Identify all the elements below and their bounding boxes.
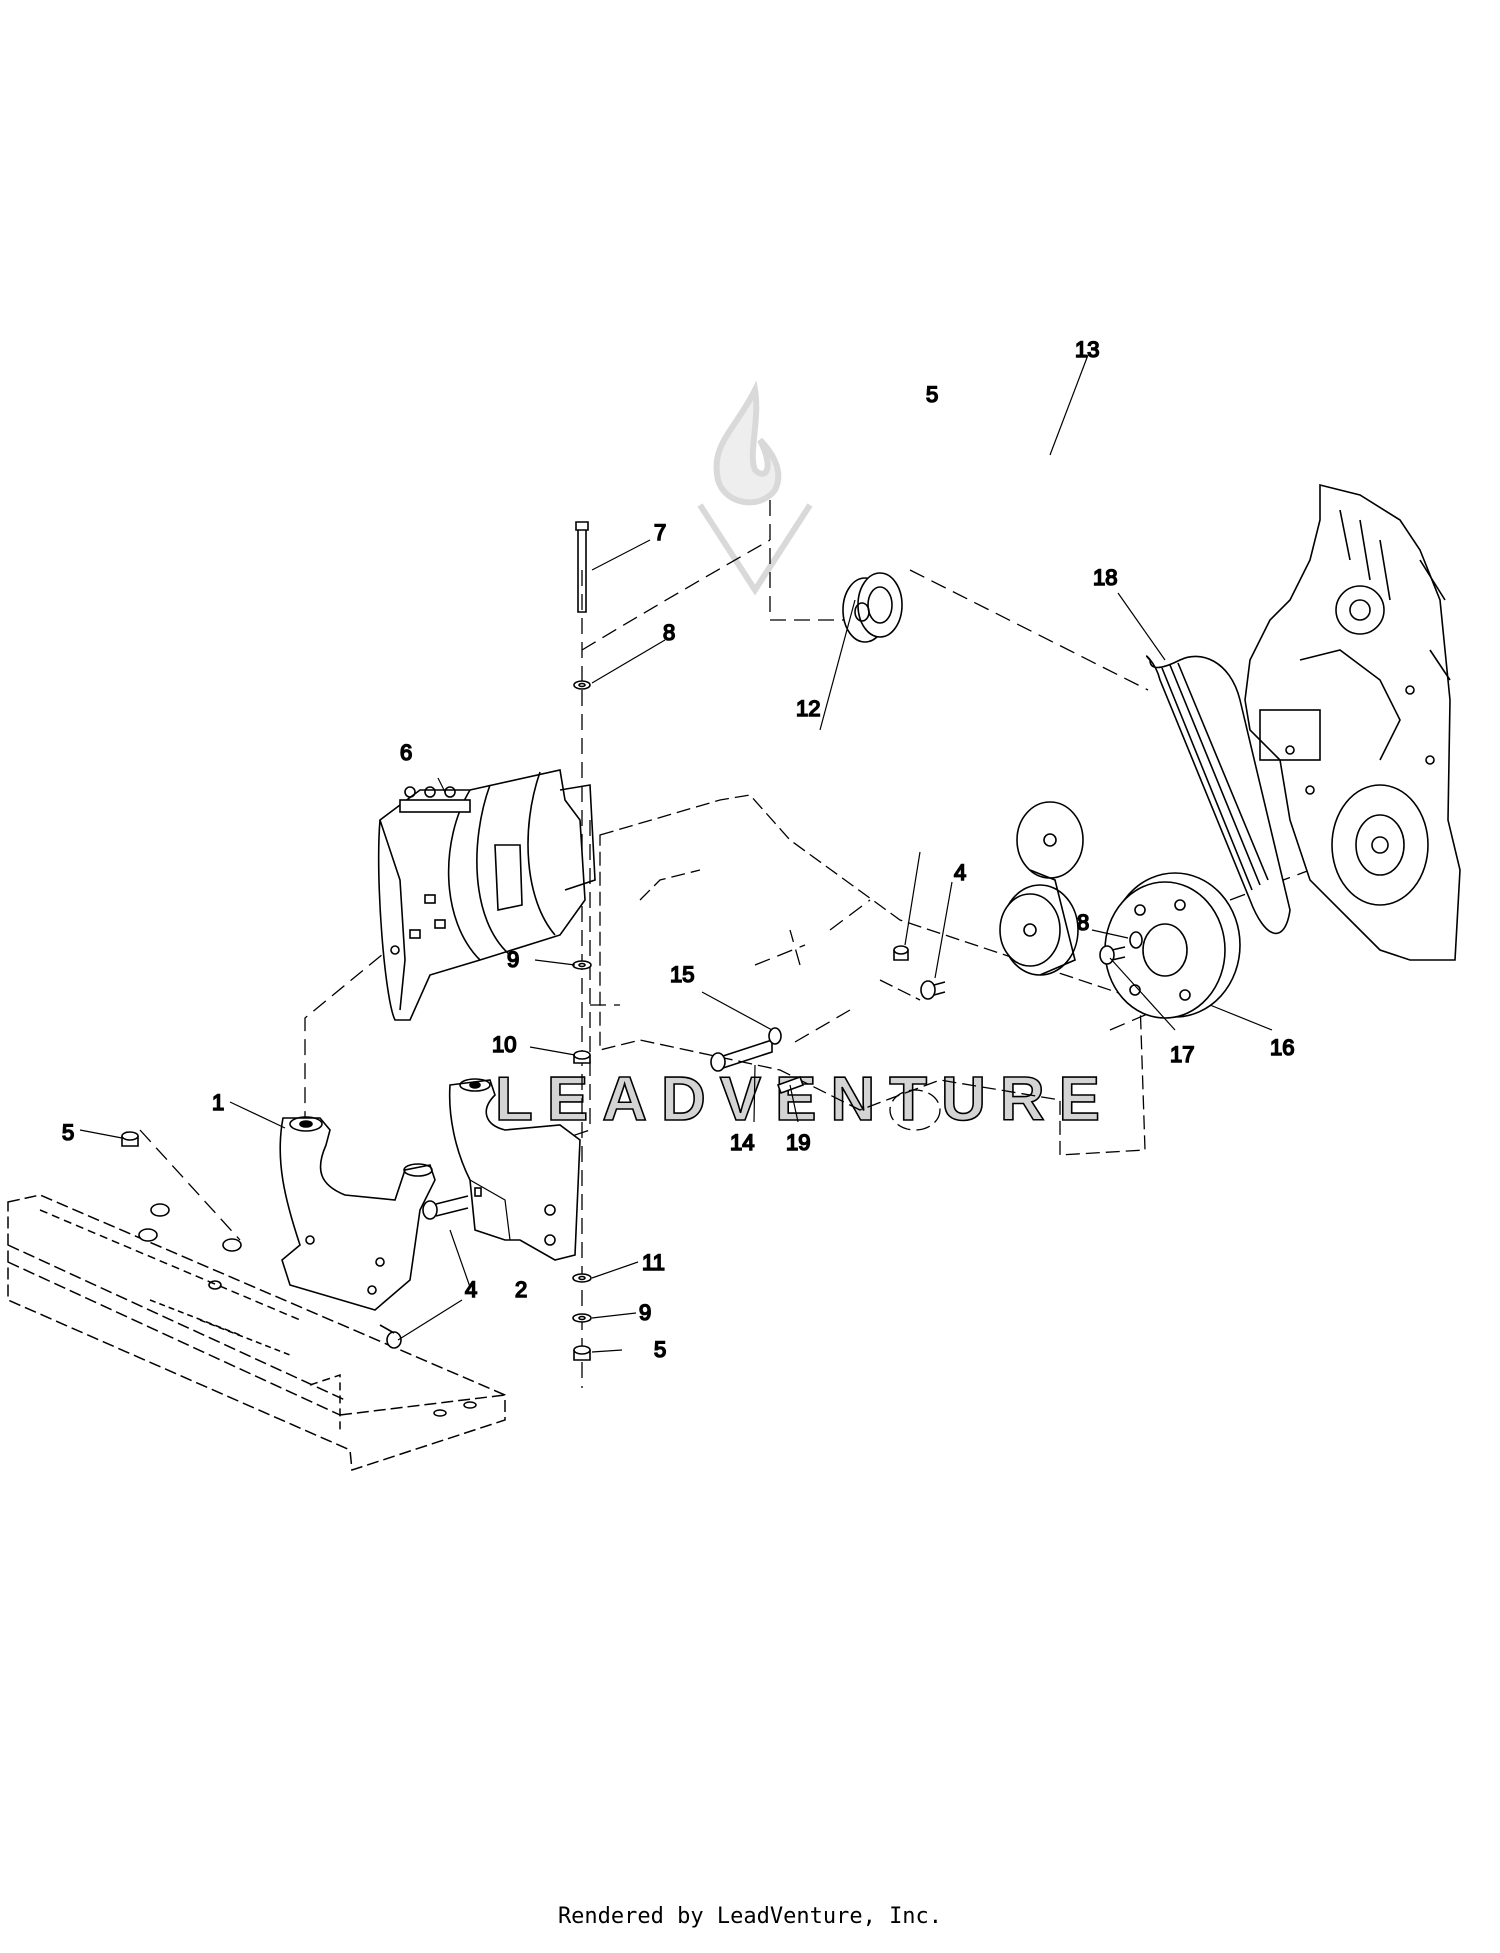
leader-lines — [79, 354, 1273, 1353]
frame-rail — [7, 1194, 506, 1472]
nut-5-left — [121, 1131, 139, 1147]
washer-9-upper — [572, 960, 592, 970]
engine-frame — [599, 794, 1146, 1156]
callout-10: 10 — [492, 1032, 516, 1057]
leadventure-watermark: LEADVENTURE — [494, 380, 1114, 1135]
bolt-4-left — [379, 1324, 402, 1349]
callout-15: 15 — [670, 962, 694, 987]
callout-19: 19 — [786, 1130, 810, 1155]
nut-5-lower — [573, 1345, 591, 1361]
callout-12: 12 — [796, 696, 820, 721]
washer-8-right — [1129, 931, 1143, 949]
bolt-4-upper — [920, 980, 946, 1000]
bolt-7 — [575, 521, 589, 613]
callout-16: 16 — [1270, 1035, 1294, 1060]
callout-5-left: 5 — [62, 1120, 74, 1145]
belt-18 — [1145, 655, 1291, 934]
callout-8-top: 8 — [663, 620, 675, 645]
render-credit: Rendered by LeadVenture, Inc. — [557, 1904, 943, 1929]
callout-9-lower: 9 — [639, 1300, 651, 1325]
callout-9-upper: 9 — [507, 947, 519, 972]
nut-5-upper — [893, 945, 909, 961]
callouts: 1 2 4 4 5 5 5 6 7 8 8 9 9 10 11 12 13 14… — [61, 336, 1295, 1363]
bolt-17 — [1099, 945, 1126, 965]
pulley-16 — [1104, 872, 1241, 1019]
callout-5-upper: 5 — [926, 382, 938, 407]
callout-4-left: 4 — [465, 1277, 477, 1302]
callout-7: 7 — [654, 520, 666, 545]
bolt-14 — [710, 1039, 773, 1072]
callout-18: 18 — [1093, 565, 1117, 590]
assembly-lines — [139, 500, 1311, 1388]
callout-17: 17 — [1170, 1042, 1194, 1067]
pulley-12 — [842, 572, 903, 643]
callout-8-right: 8 — [1077, 910, 1089, 935]
callout-13: 13 — [1075, 337, 1099, 362]
callout-1: 1 — [212, 1090, 224, 1115]
tensioner-13 — [999, 801, 1084, 976]
spacer-10 — [573, 1050, 591, 1064]
bolt-4-middle — [422, 1195, 469, 1220]
watermark-text: LEADVENTURE — [495, 1065, 1114, 1134]
callout-4-upper: 4 — [954, 860, 966, 885]
bracket-2 — [448, 1078, 581, 1261]
callout-11: 11 — [642, 1250, 665, 1275]
washer-9-lower — [572, 1313, 592, 1323]
alternator-6 — [377, 769, 596, 1021]
chassis-bolts — [138, 1203, 242, 1290]
callout-6: 6 — [400, 740, 412, 765]
washer-11 — [572, 1273, 592, 1283]
callout-14: 14 — [730, 1130, 754, 1155]
bracket-1 — [279, 1116, 436, 1311]
callout-5-lower: 5 — [654, 1337, 666, 1362]
engine-block — [1244, 483, 1461, 961]
washer-8-top — [573, 680, 591, 690]
callout-2: 2 — [515, 1277, 527, 1302]
watermark-flame-icon — [697, 380, 813, 596]
washer-15 — [768, 1027, 782, 1045]
